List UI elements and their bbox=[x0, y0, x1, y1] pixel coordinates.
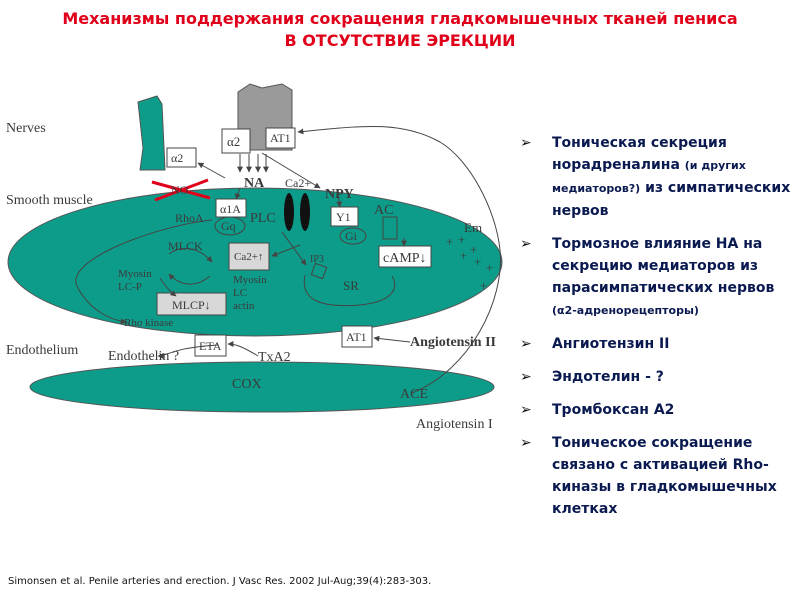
label-sr: SR bbox=[343, 278, 359, 293]
bullet-arrow-icon: ➢ bbox=[520, 369, 532, 385]
bullet-item: ➢ Тоническое сокращение связано с активац… bbox=[518, 432, 798, 520]
myosin-lcp-line-1: Myosin bbox=[118, 268, 152, 280]
em-plus-4: + bbox=[460, 248, 467, 263]
label-mlck: MLCK bbox=[168, 239, 203, 253]
myosin-lcp-line-2: LC-P bbox=[118, 281, 142, 293]
bullet-arrow-icon: ➢ bbox=[520, 336, 532, 352]
alpha2-left-receptor bbox=[166, 147, 197, 168]
at1-bottom-receptor bbox=[341, 325, 373, 348]
no-cross-line-2 bbox=[154, 178, 209, 202]
label-cox: COX bbox=[232, 377, 262, 392]
citation: Simonsen et al. Penile arteries and erec… bbox=[8, 576, 432, 587]
bullet-item: ➢ Ангиотензин II bbox=[518, 333, 798, 355]
myosin-lc-actin-line-3: actin bbox=[233, 300, 255, 312]
sarcoplasmic-reticulum bbox=[303, 274, 396, 307]
adrenergic-nerve-terminal bbox=[137, 95, 166, 171]
label-smooth-muscle: Smooth muscle bbox=[6, 193, 93, 208]
bullet-item: ➢ Тромбоксан А2 bbox=[518, 399, 798, 421]
mlcp-box bbox=[156, 292, 227, 316]
bullet-arrow-icon: ➢ bbox=[520, 402, 532, 418]
bullet-item: ➢ Эндотелин - ? bbox=[518, 366, 798, 388]
label-no: NO bbox=[171, 183, 189, 197]
em-plus-6: + bbox=[486, 260, 493, 275]
em-plus-7: + bbox=[480, 278, 487, 293]
slide-title: Механизмы поддержания сокращения гладком… bbox=[0, 8, 800, 52]
em-plus-3: + bbox=[470, 242, 477, 257]
label-eta: ETA bbox=[199, 339, 222, 353]
label-ip3: IP3 bbox=[310, 254, 324, 265]
label-alpha1a: α1A bbox=[220, 202, 241, 216]
label-angiotensin1: Angiotensin I bbox=[416, 417, 493, 432]
ca2-inner-box bbox=[228, 242, 270, 271]
bullet-arrow-icon: ➢ bbox=[520, 435, 532, 451]
em-plus-1: + bbox=[446, 234, 453, 249]
label-ac: AC bbox=[374, 203, 393, 218]
label-at1-top: AT1 bbox=[270, 131, 291, 145]
ip3-channel bbox=[310, 262, 328, 280]
bullet-main: Ангиотензин II bbox=[552, 336, 670, 352]
bullet-tail: из симпатических нервов bbox=[552, 180, 791, 219]
bullet-arrow-icon: ➢ bbox=[520, 135, 532, 151]
title-line-1: Механизмы поддержания сокращения гладком… bbox=[62, 9, 738, 28]
endothelial-cell bbox=[29, 361, 495, 413]
label-na: NA bbox=[244, 176, 265, 191]
label-endothelium: Endothelium bbox=[6, 343, 78, 358]
y1-receptor bbox=[330, 206, 359, 227]
myosin-lc-actin-line-1: Myosin bbox=[233, 274, 267, 286]
gi-protein bbox=[339, 227, 367, 245]
label-gq: Gq bbox=[221, 219, 236, 233]
label-y1: Y1 bbox=[336, 210, 351, 224]
label-em: Em bbox=[464, 220, 482, 235]
bullet-item: ➢ Тоническая секреция норадреналина (и др… bbox=[518, 132, 798, 222]
label-camp: cAMP↓ bbox=[383, 251, 427, 266]
em-plus-5: + bbox=[474, 254, 481, 269]
mechanism-diagram: + + + + + + + Nerves Smooth muscle Endot… bbox=[6, 83, 503, 432]
label-nerves: Nerves bbox=[6, 121, 46, 136]
label-myosin-lcp: Myosin LC-P bbox=[118, 268, 154, 293]
bullet-main: Тромбоксан А2 bbox=[552, 402, 675, 418]
label-rhoa: RhoA bbox=[175, 211, 204, 225]
label-txa2: TxA2 bbox=[258, 350, 291, 365]
bullet-arrow-icon: ➢ bbox=[520, 236, 532, 252]
alpha2-top-receptor bbox=[221, 128, 251, 154]
calcium-channel-right bbox=[300, 193, 310, 231]
bullet-main: Тоническое сокращение связано с активаци… bbox=[552, 435, 777, 517]
label-ace: ACE bbox=[400, 387, 428, 402]
label-myosin-lc-actin: Myosin LC actin bbox=[233, 274, 269, 312]
label-endothelin: Endothelin ? bbox=[108, 349, 179, 364]
em-plus-2: + bbox=[458, 232, 465, 247]
bullet-list: ➢ Тоническая секреция норадреналина (и др… bbox=[518, 132, 798, 531]
label-rho-kinase: Rho kinase bbox=[124, 317, 173, 329]
label-ca2-inner: Ca2+↑ bbox=[234, 251, 263, 263]
title-line-2: В ОТСУТСТВИЕ ЭРЕКЦИИ bbox=[284, 31, 516, 50]
label-alpha2-left: α2 bbox=[171, 151, 183, 165]
myosin-lc-actin-line-2: LC bbox=[233, 287, 247, 299]
bullet-main: Тоническая секреция норадреналина bbox=[552, 135, 727, 173]
bullet-main: Тормозное влияние НА на секрецию медиато… bbox=[552, 236, 775, 296]
bullet-note: (α2-адренорецепторы) bbox=[552, 304, 699, 317]
label-plc: PLC bbox=[250, 211, 276, 226]
label-angiotensin2: Angiotensin II bbox=[410, 335, 496, 350]
at1-top-receptor bbox=[265, 127, 296, 149]
gq-protein bbox=[214, 216, 246, 236]
bullet-main: Эндотелин - ? bbox=[552, 369, 664, 385]
bullet-item: ➢ Тормозное влияние НА на секрецию медиат… bbox=[518, 233, 798, 322]
bullet-note: (и других медиаторов?) bbox=[552, 159, 746, 195]
label-npy: NPY bbox=[325, 187, 354, 202]
label-alpha2-top: α2 bbox=[227, 134, 240, 149]
label-at1-bottom: AT1 bbox=[346, 330, 367, 344]
label-gi: Gi bbox=[345, 229, 358, 243]
calcium-channel-left bbox=[284, 193, 294, 231]
label-mlcp: MLCP↓ bbox=[172, 298, 211, 312]
label-ca2-top: Ca2+ bbox=[285, 176, 311, 190]
ac-enzyme bbox=[382, 216, 398, 240]
